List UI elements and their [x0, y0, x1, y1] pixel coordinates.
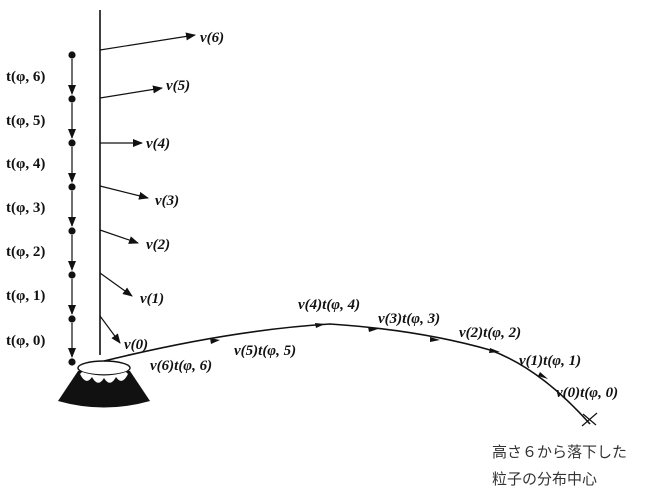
fall-time-label-0: t(φ, 0): [6, 333, 45, 349]
drift-label-2: v(2)t(φ, 2): [459, 325, 521, 341]
particle-dot-0: [68, 315, 76, 323]
drift-arrowhead-4: [368, 327, 378, 332]
drift-label-4: v(4)t(φ, 4): [298, 297, 360, 313]
caption-line-1: 高さ６から落下した: [492, 443, 627, 461]
wind-label-1: v(1): [140, 291, 164, 307]
drift-label-0: v(0)t(φ, 0): [556, 385, 618, 401]
wind-arrow-3: [99, 185, 149, 200]
wind-label-6: v(6): [200, 30, 224, 46]
drift-label-1: v(1)t(φ, 1): [519, 353, 581, 369]
drift-arrowhead-6: [210, 338, 220, 344]
vent-dot: [68, 358, 76, 366]
particle-dot-3: [68, 183, 76, 191]
drift-labels: v(6)t(φ, 6) v(5)t(φ, 5) v(4)t(φ, 4) v(3)…: [150, 297, 618, 401]
volcano-icon: [58, 360, 150, 408]
falling-particle-column: [68, 51, 76, 366]
particle-dot-2: [68, 227, 76, 235]
fall-time-label-5: t(φ, 5): [6, 113, 45, 129]
fall-time-label-3: t(φ, 3): [6, 200, 45, 216]
drift-trajectory-arrows: [210, 323, 548, 379]
wind-arrow-0: [99, 315, 121, 344]
fall-time-label-6: t(φ, 6): [6, 69, 45, 85]
particle-dot-5: [68, 95, 76, 103]
wind-label-4: v(4): [146, 136, 170, 152]
fall-time-labels: t(φ, 6) t(φ, 5) t(φ, 4) t(φ, 3) t(φ, 2) …: [6, 69, 45, 349]
wind-label-0: v(0): [124, 337, 148, 353]
fall-time-label-4: t(φ, 4): [6, 156, 45, 172]
wind-arrow-2: [99, 229, 139, 244]
drift-arrowhead-1: [538, 372, 548, 379]
drift-label-3: v(3)t(φ, 3): [378, 311, 440, 327]
wind-label-5: v(5): [166, 78, 190, 94]
particle-dot-6: [68, 51, 76, 59]
caption-line-2: 粒子の分布中心: [492, 470, 597, 488]
wind-label-2: v(2): [146, 237, 170, 253]
wind-velocity-labels: v(6) v(5) v(4) v(3) v(2) v(1) v(0): [124, 30, 224, 353]
fall-time-label-1: t(φ, 1): [6, 288, 45, 304]
drift-arrowhead-3: [430, 337, 440, 342]
landing-point-cross-icon: [581, 412, 598, 427]
drift-arrowhead-5: [315, 323, 325, 328]
wind-arrow-5: [99, 85, 163, 99]
drift-label-5: v(5)t(φ, 5): [234, 343, 296, 359]
fall-time-label-2: t(φ, 2): [6, 244, 45, 260]
particle-dot-4: [68, 139, 76, 147]
wind-label-3: v(3): [155, 193, 179, 209]
wind-velocity-arrows: [99, 32, 196, 344]
drift-label-6: v(6)t(φ, 6): [150, 358, 212, 374]
particle-dot-1: [68, 271, 76, 279]
drift-arrowhead-2: [489, 348, 500, 353]
wind-arrow-1: [99, 272, 133, 297]
wind-arrow-6: [99, 32, 196, 51]
drift-trajectory: [103, 323, 591, 425]
